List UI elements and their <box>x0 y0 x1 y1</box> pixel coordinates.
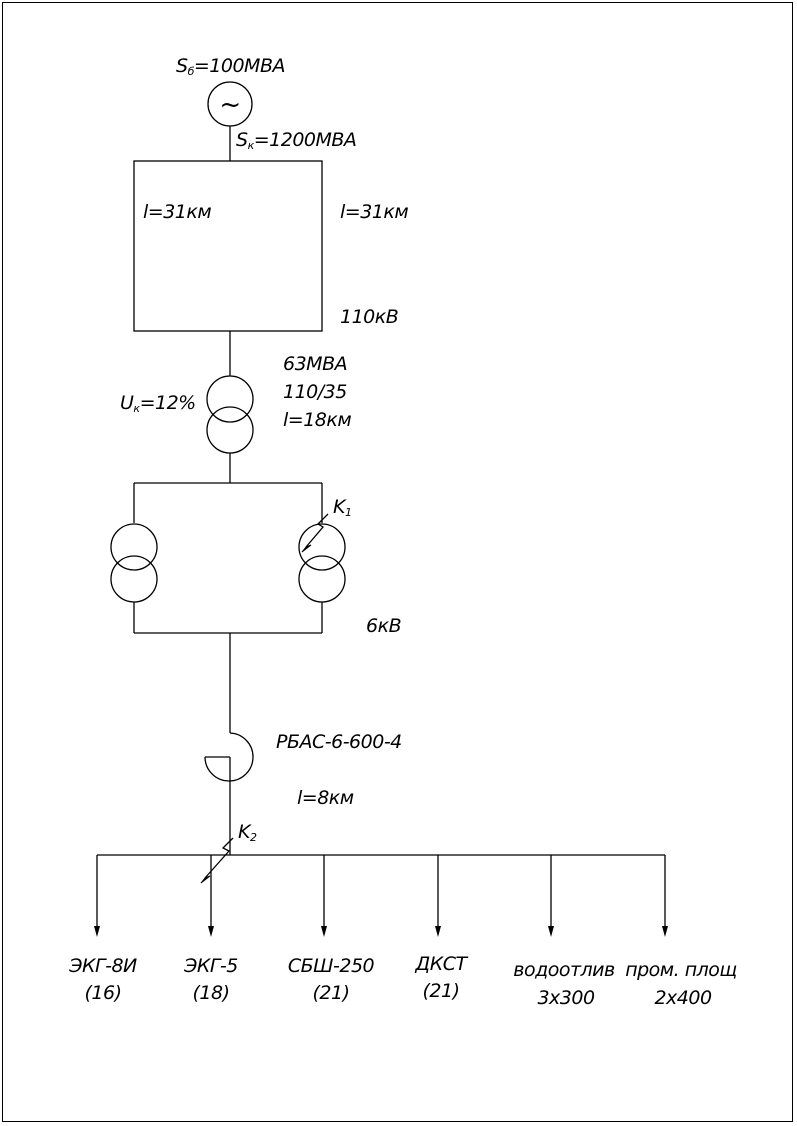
load-name-4: ДКСТ <box>414 953 468 975</box>
load-branch-3 <box>321 855 327 937</box>
reactor-type-label: РБАС-6-600-4 <box>276 731 402 753</box>
load-branch-5 <box>548 855 554 937</box>
load-name-3: СБШ-250 <box>288 955 375 977</box>
fault-k2-label: K2 <box>238 821 257 844</box>
line-left-length: l=31км <box>143 201 211 223</box>
load-qty-1: (16) <box>84 982 121 1004</box>
load-arrow-icon <box>435 926 441 937</box>
fault-k1-arrow-icon <box>301 544 312 553</box>
load-arrow-icon <box>208 926 214 937</box>
load-branch-2 <box>208 855 214 937</box>
fault-k1-icon <box>305 513 329 548</box>
line-110kv-loop <box>133 160 323 332</box>
load-arrow-icon <box>94 926 100 937</box>
fault-k1-label: K1 <box>333 496 351 519</box>
fault-k2-icon <box>204 837 234 879</box>
left-transformer-hv-icon <box>110 523 158 571</box>
fault-k2-arrow-icon <box>200 875 211 884</box>
line-right-length: l=31км <box>340 201 408 223</box>
load-name-2: ЭКГ-5 <box>183 955 238 977</box>
load-branch-4 <box>435 855 441 937</box>
cable-length-label: l=8км <box>297 787 354 809</box>
load-name-1: ЭКГ-8И <box>68 955 137 977</box>
ac-symbol: ~ <box>219 90 240 120</box>
uk-label: Uк=12% <box>120 392 196 415</box>
transformer-rating: 63MBA <box>283 353 347 375</box>
load-qty-5: 3х300 <box>537 987 595 1009</box>
left-transformer-lv-icon <box>110 555 158 603</box>
load-qty-3: (21) <box>312 982 349 1004</box>
load-name-6: пром. площ <box>625 959 737 981</box>
voltage-110kv-label: 110кВ <box>340 306 398 328</box>
load-branch-6 <box>662 855 668 937</box>
right-transformer-hv-icon <box>298 523 346 571</box>
load-arrow-icon <box>662 926 668 937</box>
right-transformer-lv-icon <box>298 555 346 603</box>
reactor-arc-icon <box>204 732 254 782</box>
load-arrow-icon <box>321 926 327 937</box>
base-power-label: Sб=100MBA <box>176 55 285 78</box>
load-qty-4: (21) <box>422 980 459 1002</box>
load-name-5: водоотлив <box>513 959 615 981</box>
load-qty-2: (18) <box>192 982 229 1004</box>
load-branch-1 <box>94 855 100 937</box>
transformer-winding-hv-icon <box>206 375 254 423</box>
load-qty-6: 2х400 <box>654 987 712 1009</box>
transformer-ratio: 110/35 <box>283 381 347 403</box>
transformer-winding-lv-icon <box>206 406 254 454</box>
short-circuit-power-label: Sк=1200MBA <box>236 129 356 152</box>
voltage-6kv-label: 6кВ <box>366 615 401 637</box>
transformer-line-length: l=18км <box>283 409 351 431</box>
load-arrow-icon <box>548 926 554 937</box>
